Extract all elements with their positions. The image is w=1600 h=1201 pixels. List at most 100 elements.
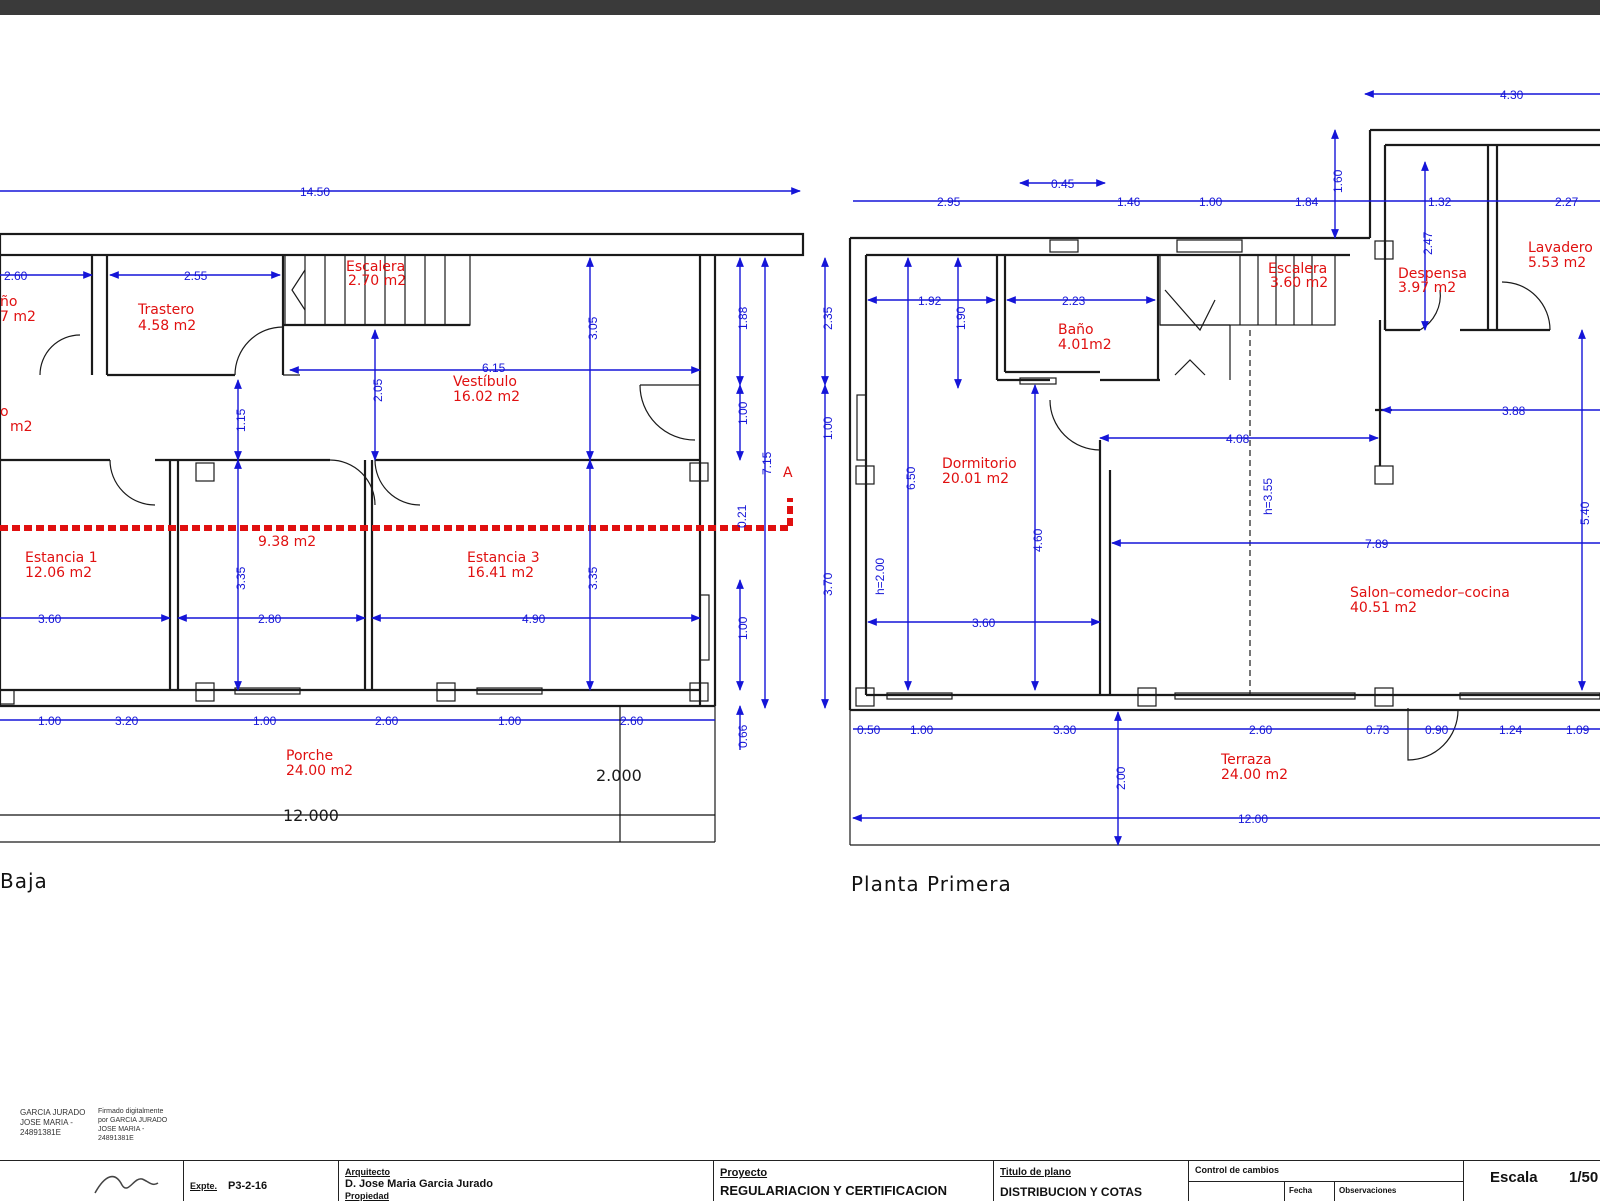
- dimension-label: 1.15: [234, 408, 248, 432]
- signature-name: GARCIA JURADO: [20, 1108, 86, 1117]
- dimension-label: 1.00: [910, 723, 934, 737]
- room-label: Despensa: [1398, 266, 1467, 282]
- project-label: Proyecto: [720, 1167, 768, 1179]
- dimension-labels: 14.50 2.60 2.55 3.05 1.88 2.35 6.15 2.05…: [4, 88, 1592, 826]
- door-swing: [234, 326, 284, 376]
- room-area: 3.97 m2: [1398, 280, 1456, 296]
- dimension-label: 2.05: [371, 378, 385, 402]
- drawing-title-value: DISTRIBUCION Y COTAS: [1000, 1185, 1143, 1199]
- dimension-label: 14.50: [300, 185, 330, 199]
- room-label: Terraza: [1220, 752, 1272, 768]
- room-area: 7 m2: [0, 309, 36, 325]
- signature-note-line: Firmado digitalmente: [98, 1108, 164, 1115]
- dimension-label: 1.88: [736, 306, 750, 330]
- scale-cell: Escala 1/50: [1463, 1161, 1600, 1201]
- room-area: 4.58 m2: [138, 318, 196, 334]
- dimension-label-black: 2.000: [596, 766, 642, 785]
- first-floor-plan: [848, 128, 1600, 846]
- expte-value: P3-2-16: [228, 1180, 268, 1192]
- dimension-label-black: 12.000: [283, 806, 339, 825]
- dimension-label: 0.50: [857, 723, 881, 737]
- signature-name-2: JOSE MARIA -: [20, 1118, 73, 1127]
- dimension-label: 12.00: [1238, 812, 1268, 826]
- change-control-label: Control de cambios: [1195, 1165, 1280, 1175]
- dimension-label: 1.00: [1199, 195, 1223, 209]
- room-area: 24.00 m2: [1221, 767, 1288, 783]
- room-area: 20.01 m2: [942, 471, 1009, 487]
- title-block: Expte. P3-2-16 Arquitecto D. Jose Maria …: [0, 1160, 1600, 1201]
- dimension-label: 2.47: [1421, 231, 1435, 255]
- dimension-label: 1.46: [1117, 195, 1141, 209]
- change-control-cell: Control de cambios Fecha Observaciones: [1188, 1161, 1464, 1201]
- room-area: 9.38 m2: [258, 534, 316, 550]
- first-floor-stair: [1159, 254, 1336, 380]
- digital-signature-note: Firmado digitalmente por GARCIA JURADO J…: [98, 1107, 167, 1143]
- architect-value: D. Jose Maria Garcia Jurado: [345, 1178, 493, 1190]
- dimension-label: 1.32: [1428, 195, 1452, 209]
- signature-note-line: por GARCIA JURADO: [98, 1117, 168, 1124]
- signature-id: 24891381E: [20, 1128, 61, 1137]
- dimension-label: 0.45: [1051, 177, 1075, 191]
- dimension-label: 0.73: [1366, 723, 1390, 737]
- drawing-title-cell: Titulo de plano DISTRIBUCION Y COTAS: [993, 1161, 1189, 1201]
- room-label: Escalera: [1268, 261, 1327, 277]
- room-area: 16.02 m2: [453, 389, 520, 405]
- date-label: Fecha: [1289, 1186, 1313, 1195]
- room-label: Estancia 1: [25, 550, 98, 566]
- dimension-label: 2.23: [1062, 294, 1086, 308]
- scale-value: 1/50: [1569, 1169, 1599, 1186]
- expte-cell: Expte. P3-2-16: [183, 1161, 339, 1201]
- first-floor-title: Planta Primera: [851, 872, 1012, 896]
- dimension-label: 0.90: [1425, 723, 1449, 737]
- dimension-label: 1.09: [1566, 723, 1590, 737]
- room-area: 12.06 m2: [25, 565, 92, 581]
- drawing-title-label: Titulo de plano: [1000, 1167, 1071, 1178]
- dimension-label: 3.05: [586, 316, 600, 340]
- dimension-label: 3.60: [972, 616, 996, 630]
- dimension-label: 4.90: [522, 612, 546, 626]
- ground-floor-plan: [0, 232, 805, 843]
- dimension-label: 2.80: [258, 612, 282, 626]
- observations-label: Observaciones: [1339, 1186, 1397, 1195]
- dimension-label: 1.00: [253, 714, 277, 728]
- dimension-label: h=2.00: [873, 558, 887, 595]
- dimension-label: 6.15: [482, 361, 506, 375]
- room-label: Trastero: [137, 302, 194, 318]
- room-label: Dormitorio: [942, 456, 1017, 472]
- room-area: m2: [10, 419, 33, 435]
- dimension-label: 3.60: [38, 612, 62, 626]
- dimension-label: 1.00: [498, 714, 522, 728]
- room-label: ño: [0, 294, 17, 310]
- dimension-label: 1.84: [1295, 195, 1319, 209]
- dimension-label: 2.60: [620, 714, 644, 728]
- dimension-label: 3.88: [1502, 404, 1526, 418]
- dimension-label: 7.89: [1365, 537, 1389, 551]
- architect-label: Arquitecto: [345, 1167, 390, 1177]
- dimension-label: 2.55: [184, 269, 208, 283]
- dimension-label: 2.00: [1114, 766, 1128, 790]
- dimension-label: 1.00: [736, 401, 750, 425]
- dimension-label: 1.60: [1331, 169, 1345, 193]
- room-label: Escalera: [346, 259, 405, 275]
- dimension-label: 2.60: [4, 269, 28, 283]
- expte-label: Expte.: [190, 1181, 218, 1191]
- dimension-label: 3.35: [234, 566, 248, 590]
- dimension-label: 1.00: [38, 714, 62, 728]
- scale-label: Escala: [1490, 1169, 1538, 1186]
- dimension-label: 4.30: [1500, 88, 1524, 102]
- room-area: 2.70 m2: [348, 273, 406, 289]
- room-label: Salon–comedor–cocina: [1350, 585, 1510, 601]
- dimension-label: 2.95: [937, 195, 961, 209]
- signature-note-line: 24891381E: [98, 1135, 134, 1142]
- dimension-label: 1.24: [1499, 723, 1523, 737]
- dimension-label: 2.60: [375, 714, 399, 728]
- owner-label: Propiedad: [345, 1191, 390, 1201]
- section-cut-line: [0, 498, 793, 531]
- dimension-label: 1.90: [954, 306, 968, 330]
- room-area: 3.60 m2: [1270, 275, 1328, 291]
- ground-stair: [284, 254, 471, 326]
- room-area: 40.51 m2: [1350, 600, 1417, 616]
- dimension-label: 1.92: [918, 294, 942, 308]
- ground-roof-slab: [0, 232, 805, 257]
- room-area: 5.53 m2: [1528, 255, 1586, 271]
